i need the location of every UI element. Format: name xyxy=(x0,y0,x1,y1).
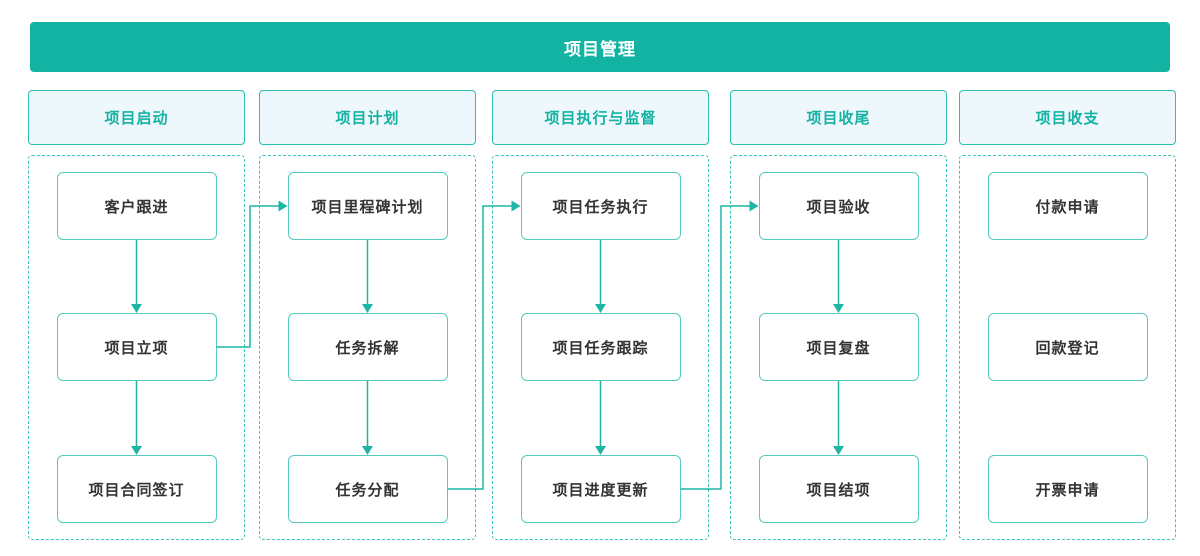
flow-node-label: 任务拆解 xyxy=(335,339,400,357)
flow-node-label: 付款申请 xyxy=(1035,198,1100,216)
column-header-planning: 项目计划 xyxy=(259,90,476,145)
column-header-execution: 项目执行与监督 xyxy=(492,90,709,145)
flow-node-label: 项目立项 xyxy=(104,339,169,357)
flow-node-initiation-3[interactable]: 项目合同签订 xyxy=(56,455,217,523)
column-header-closure: 项目收尾 xyxy=(730,90,947,145)
column-header-finance: 项目收支 xyxy=(959,90,1176,145)
flow-node-execution-1[interactable]: 项目任务执行 xyxy=(520,172,681,240)
flow-node-initiation-2[interactable]: 项目立项 xyxy=(56,313,217,381)
column-header-initiation: 项目启动 xyxy=(28,90,245,145)
flow-node-finance-2[interactable]: 回款登记 xyxy=(987,313,1148,381)
column-header-label: 项目收支 xyxy=(1035,110,1100,127)
flow-node-finance-3[interactable]: 开票申请 xyxy=(987,455,1148,523)
flow-node-execution-2[interactable]: 项目任务跟踪 xyxy=(520,313,681,381)
flow-node-label: 项目里程碑计划 xyxy=(311,198,424,216)
flow-node-label: 项目任务执行 xyxy=(552,198,649,216)
flow-node-planning-3[interactable]: 任务分配 xyxy=(287,455,448,523)
flow-node-label: 任务分配 xyxy=(335,481,400,499)
flow-node-execution-3[interactable]: 项目进度更新 xyxy=(520,455,681,523)
flow-node-initiation-1[interactable]: 客户跟进 xyxy=(56,172,217,240)
column-container-finance xyxy=(959,155,1176,540)
flow-node-label: 项目验收 xyxy=(806,198,871,216)
flow-node-label: 项目进度更新 xyxy=(552,481,649,499)
flow-node-label: 客户跟进 xyxy=(104,198,169,216)
flow-node-planning-1[interactable]: 项目里程碑计划 xyxy=(287,172,448,240)
flow-node-planning-2[interactable]: 任务拆解 xyxy=(287,313,448,381)
diagram-title: 项目管理 xyxy=(564,39,636,59)
flow-node-label: 项目复盘 xyxy=(806,339,871,357)
flow-node-closure-3[interactable]: 项目结项 xyxy=(758,455,919,523)
flow-node-label: 项目任务跟踪 xyxy=(552,339,649,357)
diagram-title-banner: 项目管理 xyxy=(30,22,1170,72)
column-header-label: 项目计划 xyxy=(335,110,400,127)
flow-node-finance-1[interactable]: 付款申请 xyxy=(987,172,1148,240)
column-header-label: 项目执行与监督 xyxy=(544,110,657,127)
column-header-label: 项目收尾 xyxy=(806,110,871,127)
flow-node-label: 项目结项 xyxy=(806,481,871,499)
flow-node-closure-1[interactable]: 项目验收 xyxy=(758,172,919,240)
flow-node-label: 开票申请 xyxy=(1035,481,1100,499)
flow-node-closure-2[interactable]: 项目复盘 xyxy=(758,313,919,381)
flow-node-label: 回款登记 xyxy=(1035,339,1100,357)
column-header-label: 项目启动 xyxy=(104,110,169,127)
flow-node-label: 项目合同签订 xyxy=(88,481,185,499)
